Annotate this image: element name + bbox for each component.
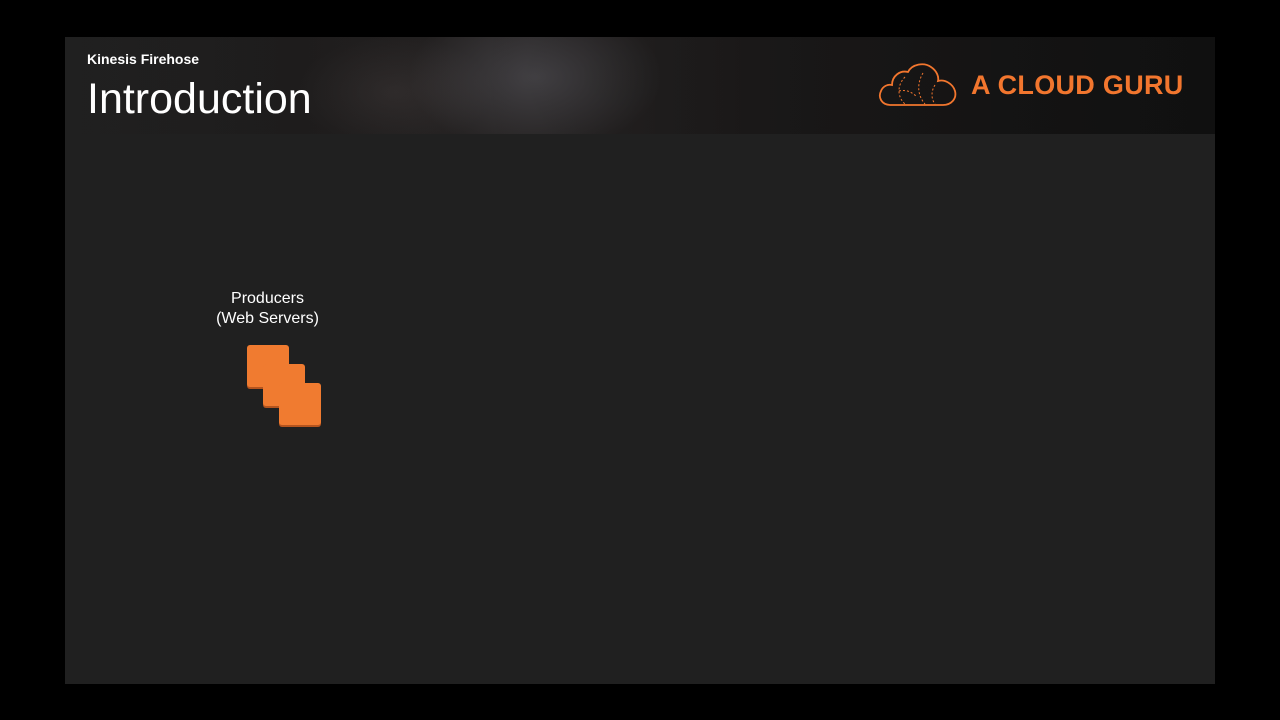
slide: Kinesis Firehose Introduction A CLOUD GU…: [65, 37, 1215, 684]
header-background: [65, 37, 1215, 134]
ec2-instances-icon: [245, 343, 325, 434]
slide-title: Introduction: [87, 75, 312, 123]
producers-label-line2: (Web Servers): [216, 310, 319, 327]
slide-subtitle: Kinesis Firehose: [87, 51, 200, 67]
brand-logo: A CLOUD GURU: [877, 61, 1184, 109]
slide-header: Kinesis Firehose Introduction A CLOUD GU…: [65, 37, 1215, 134]
cloud-icon: [877, 61, 959, 109]
producers-label-line1: Producers: [231, 290, 304, 307]
producers-label: Producers (Web Servers): [195, 289, 340, 329]
brand-name: A CLOUD GURU: [971, 69, 1184, 100]
